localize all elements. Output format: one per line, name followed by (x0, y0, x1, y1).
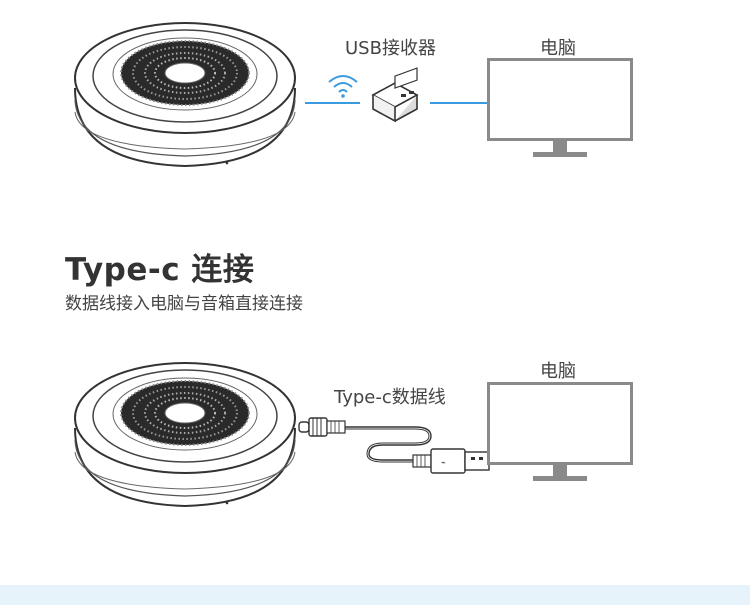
speakerphone-illustration (74, 362, 296, 508)
typec-cable-label: Type-c数据线 (334, 387, 446, 408)
speakerphone-illustration (74, 22, 296, 168)
usb-receiver-label: USB接收器 (345, 38, 436, 59)
computer-monitor-icon (487, 58, 633, 157)
wireless-signal-icon (328, 75, 358, 98)
typec-cable-icon: ⌁ (298, 417, 490, 474)
section-title: Type-c 连接 (65, 252, 255, 288)
wireless-link-line (305, 102, 360, 104)
computer-label-bottom: 电脑 (540, 361, 576, 382)
usb-dongle-icon (371, 67, 419, 123)
svg-text:⌁: ⌁ (441, 458, 446, 467)
section-subtitle: 数据线接入电脑与音箱直接连接 (65, 294, 303, 314)
bottom-band (0, 585, 750, 605)
computer-label-top: 电脑 (540, 38, 576, 59)
usb-to-computer-line (430, 102, 488, 104)
computer-monitor-icon (487, 382, 633, 481)
